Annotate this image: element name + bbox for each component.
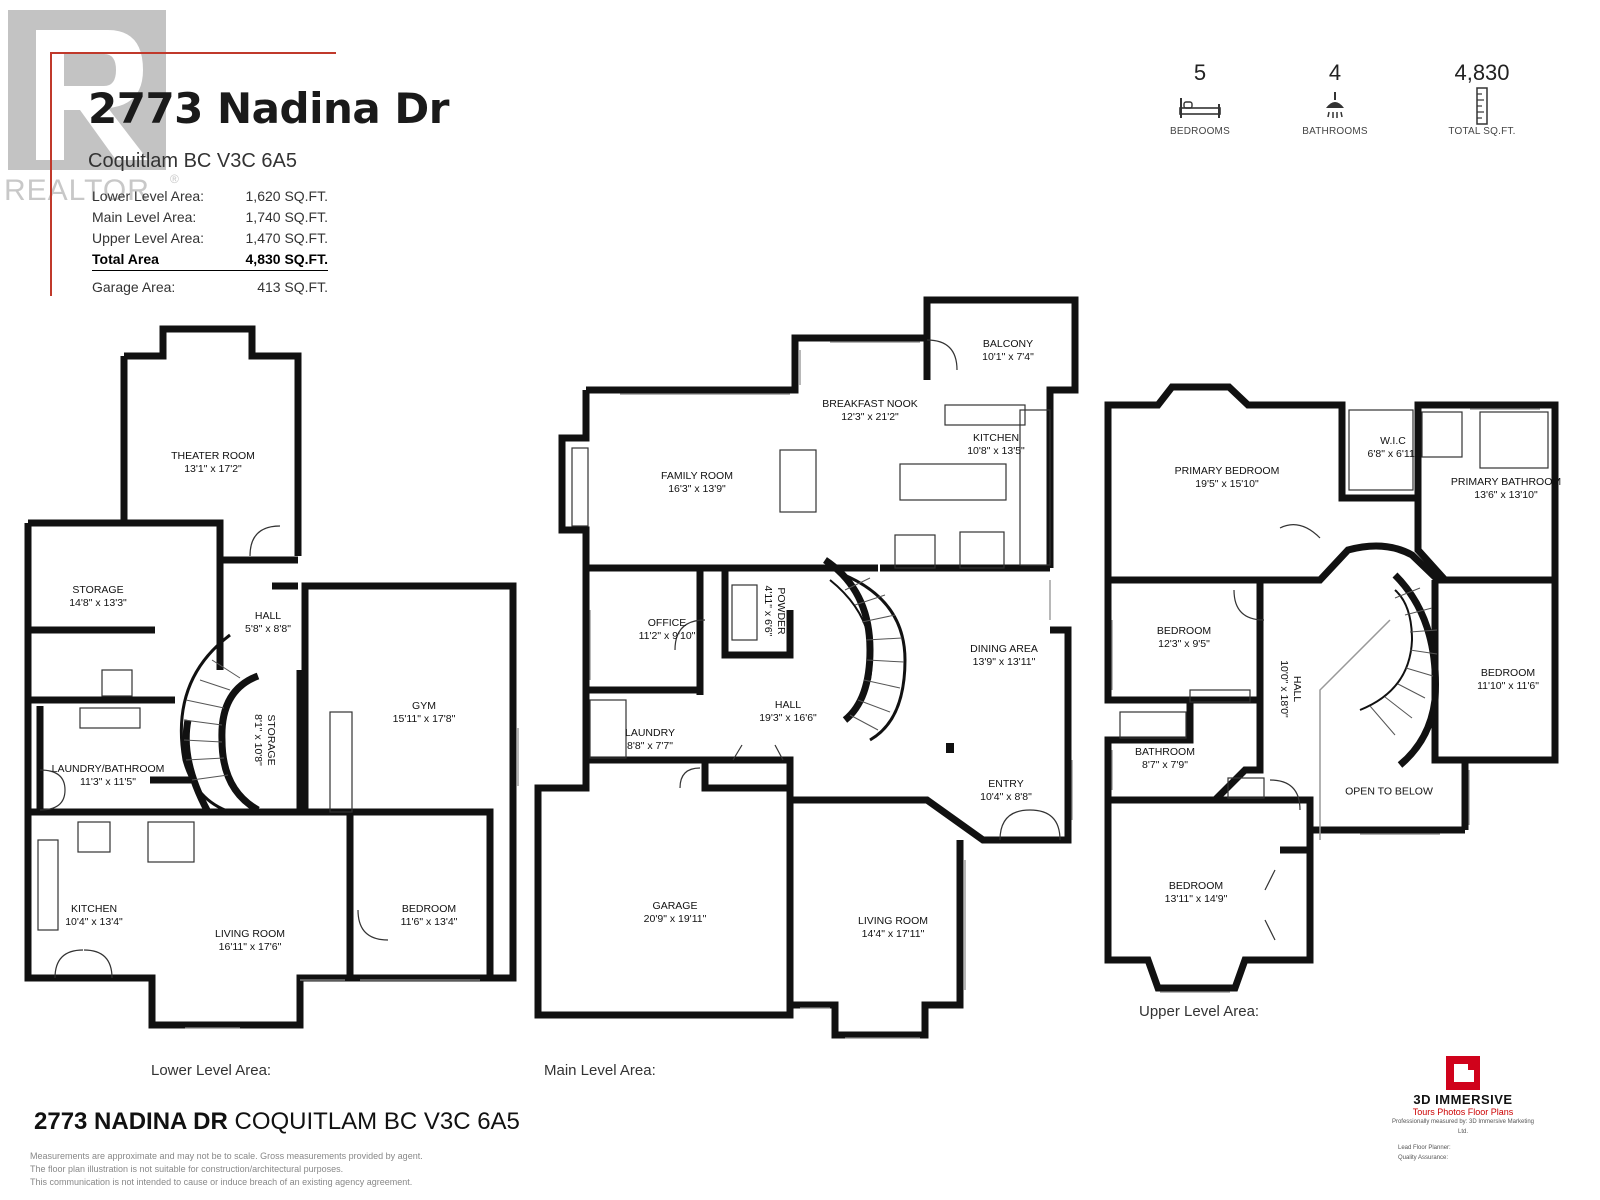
brand-block: 3D IMMERSIVE Tours Photos Floor Plans Pr… [1388,1056,1538,1163]
stat-sqft-value: 4,830 [1454,60,1510,85]
realtor-watermark: REALTOR [4,174,150,207]
realtor-logo [8,10,166,170]
stat-sqft-label: TOTAL SQ.FT. [1448,126,1516,137]
stat-sqft: 4,830 TOTAL SQ.FT. [1422,60,1542,137]
property-title: 2773 Nadina Dr [88,84,449,133]
registered-mark: ® [170,172,179,186]
property-city: Coquitlam BC V3C 6A5 [88,150,297,172]
area-row-upper: Upper Level Area:1,470 SQ.FT. [92,230,328,246]
footer-address: 2773 NADINA DR COQUITLAM BC V3C 6A5 [34,1108,520,1135]
stat-bathrooms-value: 4 [1328,60,1342,85]
brand-note: Professionally measured by: 3D Immersive… [1391,1119,1535,1135]
lead-planner: Lead Floor Planner: [1398,1145,1451,1151]
bed-icon [1140,86,1260,126]
lower-level-label: Lower Level Area: [151,1062,272,1079]
stat-bedrooms: 5 BEDROOMS [1140,60,1260,137]
brand-tagline: Tours Photos Floor Plans [1412,1107,1514,1117]
brand-name: 3D IMMERSIVE [1413,1092,1513,1107]
shower-icon [1275,86,1395,126]
brand-logo-icon [1388,1056,1538,1092]
stat-bedrooms-value: 5 [1193,60,1207,85]
area-row-garage: Garage Area:413 SQ.FT. [92,279,328,295]
area-row-main: Main Level Area:1,740 SQ.FT. [92,209,328,225]
disclaimer: Measurements are approximate and may not… [30,1151,423,1187]
area-summary: Lower Level Area:1,620 SQ.FT. Main Level… [92,186,328,298]
main-level-label: Main Level Area: [544,1062,656,1079]
quality-assurance: Quality Assurance: [1398,1155,1449,1161]
accent-line-left [50,52,52,296]
ruler-icon [1422,86,1542,126]
accent-line-top [50,52,336,54]
stat-bedrooms-label: BEDROOMS [1170,126,1230,137]
upper-level-label: Upper Level Area: [1139,1003,1260,1020]
room-open-to-below: OPEN TO BELOW [1345,785,1433,798]
stat-bathrooms: 4 BATHROOMS [1275,60,1395,137]
area-row-lower: Lower Level Area:1,620 SQ.FT. [92,188,328,204]
stat-bathrooms-label: BATHROOMS [1302,126,1368,137]
